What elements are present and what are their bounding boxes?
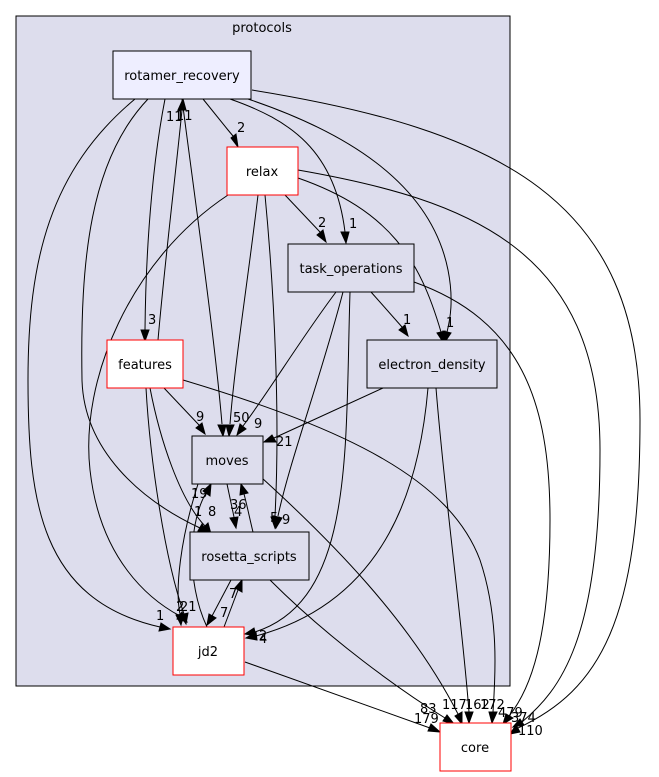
nodes: rotamer_recovery relax task_operations f… xyxy=(106,50,512,772)
node-relax[interactable]: relax xyxy=(226,146,299,196)
node-label: rosetta_scripts xyxy=(201,550,297,565)
edge-rotamer-recovery-to-jd2[interactable]: 1 xyxy=(27,98,172,632)
edge-rotamer-recovery-to-features[interactable]: 3 xyxy=(140,98,166,343)
node-core[interactable]: core xyxy=(439,722,512,772)
edge-rosetta-scripts-to-moves[interactable]: 36 xyxy=(230,482,254,533)
edge-label: 3 xyxy=(148,313,156,328)
edge-label: 11 xyxy=(166,110,183,125)
node-moves[interactable]: moves xyxy=(191,435,264,485)
edge-electron-density-to-core[interactable]: 162 xyxy=(435,387,490,725)
node-task-operations[interactable]: task_operations xyxy=(287,243,415,293)
edge-label: 83 xyxy=(420,702,437,717)
edge-label: 1 xyxy=(349,217,357,232)
edge-label: 172 xyxy=(480,698,505,713)
edge-rotamer-recovery-to-core[interactable]: 110 xyxy=(251,89,641,739)
edge-label: 21 xyxy=(276,435,293,450)
edge-rotamer-recovery-to-relax[interactable]: 2 xyxy=(202,98,245,149)
edge-electron-density-to-moves[interactable]: 21 xyxy=(262,387,384,450)
edge-label: 21 xyxy=(180,600,197,615)
node-label: task_operations xyxy=(299,262,402,277)
cluster-label: protocols xyxy=(232,21,292,36)
edge-label: 11 xyxy=(176,109,193,124)
edge-label: 1 xyxy=(403,313,411,328)
edge-label: 9 xyxy=(196,410,204,425)
edge-features-to-jd2[interactable]: 21 xyxy=(145,387,197,626)
edge-task-operations-to-electron-density[interactable]: 1 xyxy=(370,291,411,338)
node-label: features xyxy=(118,358,172,373)
edge-label: 2 xyxy=(318,216,326,231)
edge-task-operations-to-rosetta-scripts[interactable]: 5 xyxy=(270,291,344,530)
edge-label: 162 xyxy=(465,698,490,713)
edge-electron-density-to-jd2[interactable]: 2 xyxy=(244,387,429,644)
edge-label: 1 xyxy=(446,316,454,331)
node-label: relax xyxy=(246,165,279,180)
edge-moves-to-core[interactable]: 117 xyxy=(261,477,467,726)
edge-features-to-rotamer-recovery[interactable]: 11 xyxy=(157,97,187,341)
edge-label: 374 xyxy=(511,711,536,726)
edge-label: 2 xyxy=(176,600,184,615)
edge-features-to-moves[interactable]: 9 xyxy=(163,387,206,436)
edge-label: 1 xyxy=(156,609,164,624)
edge-label: 7 xyxy=(229,587,237,602)
edge-relax-to-electron-density[interactable]: 1 xyxy=(297,177,454,344)
edge-label: 9 xyxy=(282,513,290,528)
edge-label: 9 xyxy=(254,417,262,432)
node-label: rotamer_recovery xyxy=(124,69,240,84)
edge-moves-to-rosetta-scripts[interactable]: 4 xyxy=(226,483,242,530)
node-electron-density[interactable]: electron_density xyxy=(366,339,498,389)
node-label: moves xyxy=(205,454,248,469)
edge-label: 479 xyxy=(498,706,523,721)
edge-label: 36 xyxy=(230,498,247,513)
edge-label: 2 xyxy=(237,121,245,136)
edge-relax-to-core[interactable]: 374 xyxy=(297,169,601,728)
edge-label: 4 xyxy=(259,632,267,647)
node-jd2[interactable]: jd2 xyxy=(172,626,245,676)
edges: 2 1 3 11 1 1 xyxy=(27,89,641,739)
edge-label: 2 xyxy=(259,629,267,644)
edge-jd2-to-rosetta-scripts[interactable]: 7 xyxy=(220,578,243,628)
node-features[interactable]: features xyxy=(106,339,184,389)
edge-task-operations-to-core[interactable]: 479 xyxy=(413,281,551,726)
node-rotamer-recovery[interactable]: rotamer_recovery xyxy=(112,50,252,100)
edge-label: 4 xyxy=(234,505,242,520)
edge-label: 5 xyxy=(270,511,278,526)
edge-features-to-core[interactable]: 172 xyxy=(182,379,505,725)
edge-rotamer-recovery-to-moves[interactable]: 11 xyxy=(176,98,227,438)
node-label: electron_density xyxy=(378,358,486,373)
edge-label: 50 xyxy=(233,411,250,426)
node-label: core xyxy=(461,741,489,756)
edge-label: 7 xyxy=(220,606,228,621)
edge-rosetta-scripts-to-jd2[interactable]: 7 xyxy=(206,579,237,627)
node-rosetta-scripts[interactable]: rosetta_scripts xyxy=(189,531,310,581)
edge-label: 117 xyxy=(442,698,467,713)
edge-task-operations-to-moves[interactable]: 9 xyxy=(236,291,337,437)
edge-relax-to-task-operations[interactable]: 2 xyxy=(284,194,327,244)
edge-rotamer-recovery-to-task-operations[interactable]: 1 xyxy=(229,98,357,245)
edge-label: 179 xyxy=(414,712,439,727)
node-label: jd2 xyxy=(197,645,218,660)
edge-label: 8 xyxy=(208,505,216,520)
edge-label: 110 xyxy=(518,724,543,739)
edge-jd2-to-core[interactable]: 179 xyxy=(244,661,442,733)
